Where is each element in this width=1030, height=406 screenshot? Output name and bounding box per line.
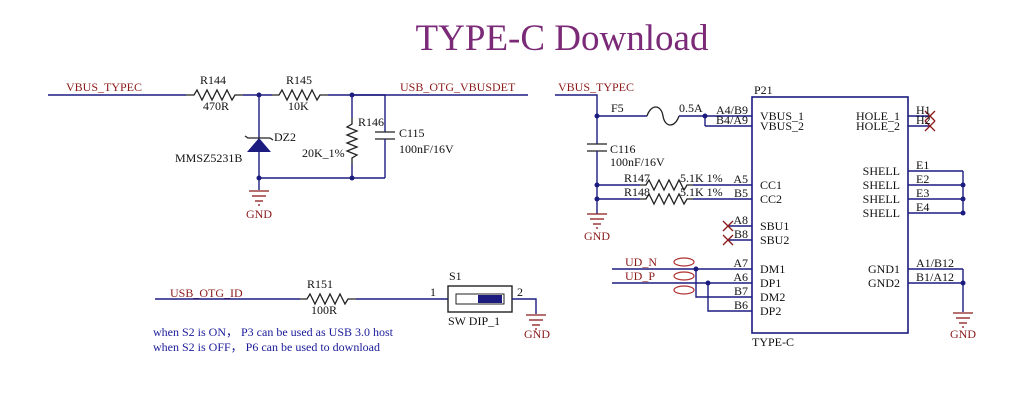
pin-num-b1-a12: B1/A12 xyxy=(916,270,954,284)
resistor-r147 xyxy=(640,178,693,192)
pin-name-dm2: DM2 xyxy=(760,290,785,304)
resistor-r148 xyxy=(640,192,693,206)
gnd-symbol-connector xyxy=(953,312,973,328)
pin-name-dm1: DM1 xyxy=(760,262,785,276)
pin-name-cc1: CC1 xyxy=(760,178,782,192)
nc-marker-h1 xyxy=(924,110,936,122)
r148-ref: R148 xyxy=(624,185,650,199)
pin-name-vbus_2: VBUS_2 xyxy=(760,119,804,133)
pin-name-gnd1-6: GND1 xyxy=(868,262,900,276)
pin-num-e4: E4 xyxy=(916,200,929,214)
s1-pin2: 2 xyxy=(517,285,523,299)
gnd-symbol-cc xyxy=(587,213,607,229)
r147-ref: R147 xyxy=(624,171,650,185)
resistor-r151 xyxy=(300,292,356,306)
pin-name-hole_2-1: HOLE_2 xyxy=(856,119,900,133)
dip-switch-s1 xyxy=(447,285,513,313)
pin-num-a7: A7 xyxy=(733,256,748,270)
r151-ref: R151 xyxy=(307,277,333,291)
r147-value: 5.1K 1% xyxy=(680,171,723,185)
nc-marker-h2 xyxy=(924,120,936,132)
net-ud-n: UD_N xyxy=(625,255,657,269)
pin-num-b5: B5 xyxy=(734,186,748,200)
resistor-r144 xyxy=(186,88,243,102)
resistor-r145 xyxy=(272,88,328,102)
c116-ref: C116 xyxy=(610,142,636,156)
f5-value: 0.5A xyxy=(679,101,703,115)
pin-num-a5: A5 xyxy=(733,172,748,186)
c115-value: 100nF/16V xyxy=(399,142,454,156)
pin-num-a1-b12: A1/B12 xyxy=(916,256,954,270)
gnd-symbol-s1 xyxy=(526,314,546,330)
c115-ref: C115 xyxy=(399,126,425,140)
connector-p21-body xyxy=(751,96,909,334)
pin-name-shell-2: SHELL xyxy=(863,164,900,178)
r146-value: 20K_1% xyxy=(302,146,345,160)
gnd-label-left: GND xyxy=(246,207,272,221)
net-vbus-typec-right: VBUS_TYPEC xyxy=(558,80,634,94)
pin-num-b7: B7 xyxy=(734,284,748,298)
s1-value: SW DIP_1 xyxy=(448,314,500,328)
gnd-label-connector: GND xyxy=(950,327,976,341)
net-usb-otg-id: USB_OTG_ID xyxy=(170,286,243,300)
pin-num-e2: E2 xyxy=(916,172,929,186)
note-s2-off: when S2 is OFF， P6 can be used to downlo… xyxy=(153,340,380,354)
pin-num-h2: H2 xyxy=(916,113,931,127)
gnd-label-s1: GND xyxy=(524,327,550,341)
pin-name-shell-4: SHELL xyxy=(863,192,900,206)
gnd-symbol-left xyxy=(249,190,269,206)
pin-name-shell-5: SHELL xyxy=(863,206,900,220)
pin-name-cc2: CC2 xyxy=(760,192,782,206)
pin-num-h1: H1 xyxy=(916,103,931,117)
pin-num-e3: E3 xyxy=(916,186,929,200)
net-vbus-typec-left: VBUS_TYPEC xyxy=(66,80,142,94)
p21-ref: P21 xyxy=(754,83,773,97)
diff-pair-marker xyxy=(673,257,695,295)
diagram-title: TYPE-C Download xyxy=(416,18,709,59)
s1-ref: S1 xyxy=(449,269,462,283)
r146-ref: R146 xyxy=(358,115,384,129)
p21-value: TYPE-C xyxy=(752,335,794,349)
net-ud-p: UD_P xyxy=(625,269,655,283)
capacitor-c115 xyxy=(375,131,395,140)
pin-name-dp2: DP2 xyxy=(760,304,781,318)
nc-marker-a8 xyxy=(722,220,734,232)
capacitor-c116 xyxy=(587,143,607,152)
pin-num-b8: B8 xyxy=(734,227,748,241)
r148-value: 5.1K 1% xyxy=(680,185,723,199)
resistor-r146 xyxy=(345,118,359,164)
gnd-label-cc: GND xyxy=(584,229,610,243)
r144-ref: R144 xyxy=(200,73,226,87)
pin-num-b4-a9: B4/A9 xyxy=(716,113,748,127)
r151-value: 100R xyxy=(311,303,337,317)
r145-value: 10K xyxy=(288,99,309,113)
pin-num-a8: A8 xyxy=(733,213,748,227)
pin-num-a4-b9: A4/B9 xyxy=(716,103,748,117)
net-usb-otg-vbusdet: USB_OTG_VBUSDET xyxy=(400,80,516,94)
s1-pin1: 1 xyxy=(430,285,436,299)
pin-num-e1: E1 xyxy=(916,158,929,172)
dz2-ref: DZ2 xyxy=(274,130,296,144)
pin-name-gnd2-7: GND2 xyxy=(868,276,900,290)
pin-num-b6: B6 xyxy=(734,298,748,312)
nc-marker-b8 xyxy=(722,234,734,246)
pin-name-vbus_1: VBUS_1 xyxy=(760,109,804,123)
pin-name-dp1: DP1 xyxy=(760,276,781,290)
c116-value: 100nF/16V xyxy=(610,155,665,169)
r145-ref: R145 xyxy=(286,73,312,87)
note-s2-on: when S2 is ON， P3 can be used as USB 3.0… xyxy=(153,325,394,339)
pin-name-shell-3: SHELL xyxy=(863,178,900,192)
zener-dz2 xyxy=(244,135,274,152)
f5-ref: F5 xyxy=(611,101,624,115)
fuse-f5 xyxy=(646,106,680,126)
pin-name-sbu2: SBU2 xyxy=(760,233,789,247)
dz2-value: MMSZ5231B xyxy=(175,151,242,165)
r144-value: 470R xyxy=(203,99,229,113)
pin-name-sbu1: SBU1 xyxy=(760,219,789,233)
pin-name-hole_1-0: HOLE_1 xyxy=(856,109,900,123)
pin-num-a6: A6 xyxy=(733,270,748,284)
